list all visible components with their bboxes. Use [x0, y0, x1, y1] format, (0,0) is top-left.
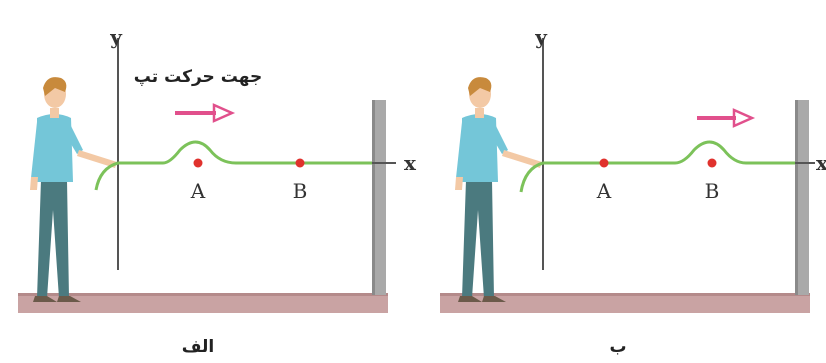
floor: [440, 295, 810, 313]
x-axis-label: x: [404, 151, 417, 175]
rope: [118, 140, 372, 165]
point-a-label: A: [190, 179, 206, 203]
floor: [18, 295, 388, 313]
point-b-label: B: [705, 179, 720, 203]
caption-a: الف: [182, 337, 214, 357]
y-axis-label: y: [109, 25, 123, 49]
panel-b: y x A B ب: [440, 25, 826, 357]
panel-a: y x A B جهت حرکت تپ الف: [18, 25, 417, 357]
point-a-marker: [193, 158, 203, 168]
y-axis-label: y: [534, 25, 548, 49]
point-b-marker: [707, 158, 717, 168]
wall: [795, 100, 809, 295]
point-b-marker: [295, 158, 305, 168]
point-a-marker: [599, 158, 609, 168]
caption-b: ب: [609, 337, 626, 357]
person: [30, 77, 117, 302]
direction-arrow: [697, 108, 756, 128]
wall: [372, 100, 386, 295]
rope: [543, 140, 795, 165]
x-axis-label: x: [816, 151, 826, 175]
point-a-label: A: [596, 179, 612, 203]
point-b-label: B: [293, 179, 308, 203]
direction-label: جهت حرکت تپ: [134, 67, 262, 87]
person: [455, 77, 542, 302]
direction-arrow: [175, 103, 236, 123]
